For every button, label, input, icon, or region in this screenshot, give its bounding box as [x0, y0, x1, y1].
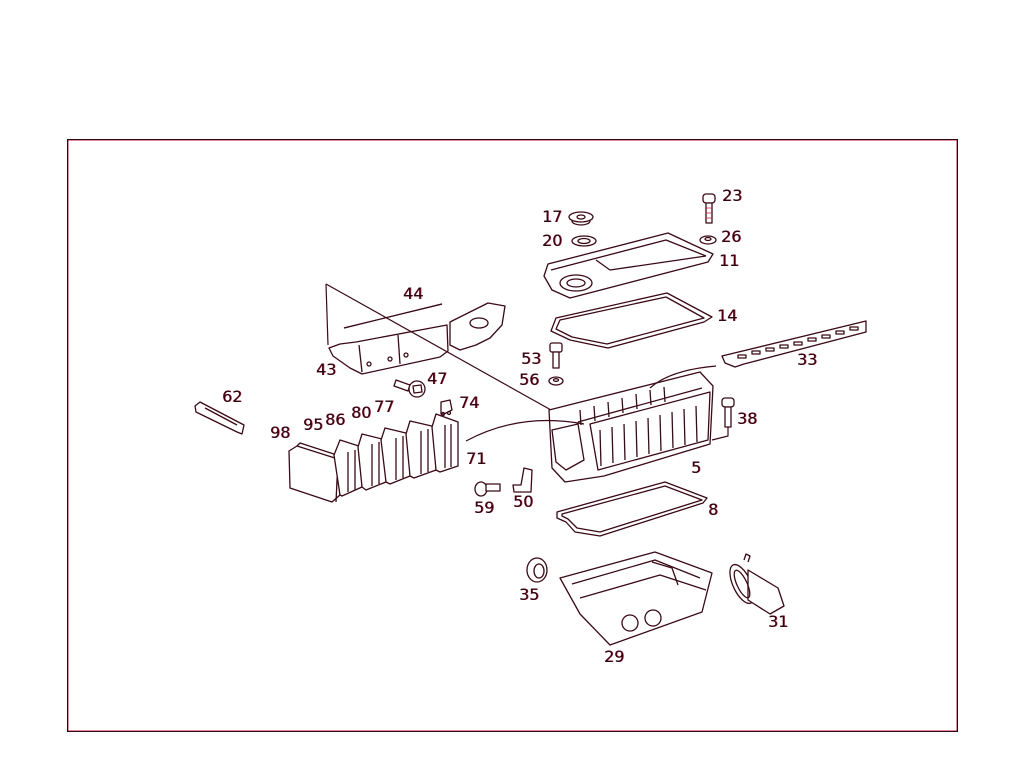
callout-95: 95: [303, 415, 324, 434]
bolt-23-icon: [702, 193, 716, 224]
bolt-47-icon: [393, 379, 426, 398]
intake-boot-31-icon: [729, 553, 785, 615]
callout-20: 20: [542, 231, 563, 250]
callout-29: 29: [604, 647, 625, 666]
diagram-frame: [67, 139, 958, 732]
callout-8: 8: [708, 500, 719, 519]
bracket-43-icon: [325, 283, 561, 416]
ring-20-icon: [571, 235, 597, 247]
callout-86: 86: [325, 410, 346, 429]
callout-56: 56: [519, 370, 540, 389]
callout-77: 77: [374, 397, 395, 416]
bolt-53-icon: [549, 342, 563, 369]
callout-14: 14: [717, 306, 738, 325]
callout-17: 17: [542, 207, 563, 226]
callout-23: 23: [722, 186, 743, 205]
clip-62-icon: [194, 401, 245, 435]
washer-26-icon: [699, 235, 717, 245]
grommet-17-icon: [568, 211, 594, 226]
lower-housing-29-icon: [559, 551, 713, 646]
callout-53: 53: [521, 349, 542, 368]
callout-50: 50: [513, 492, 534, 511]
strip-33-icon: [721, 320, 867, 368]
filter-elements-98-77-icon: [288, 413, 459, 503]
callout-43: 43: [316, 360, 337, 379]
seal-35-icon: [526, 557, 548, 583]
callout-71: 71: [466, 449, 487, 468]
callout-62: 62: [222, 387, 243, 406]
washer-56-icon: [548, 376, 564, 386]
cover-11-icon: [543, 232, 714, 299]
filter-housing-5-icon: [465, 365, 717, 483]
callout-98: 98: [270, 423, 291, 442]
callout-35: 35: [519, 585, 540, 604]
callout-44: 44: [403, 284, 424, 303]
callout-59: 59: [474, 498, 495, 517]
gasket-14-icon: [550, 292, 713, 349]
callout-38: 38: [737, 409, 758, 428]
callout-5: 5: [691, 458, 702, 477]
bolt-38-icon: [711, 397, 735, 441]
bracket-50-icon: [512, 467, 533, 493]
clip-74-icon: [440, 399, 453, 417]
callout-74: 74: [459, 393, 480, 412]
callout-33: 33: [797, 350, 818, 369]
bolt-59-icon: [474, 481, 501, 497]
callout-11: 11: [719, 251, 740, 270]
callout-31: 31: [768, 612, 789, 631]
callout-47: 47: [427, 369, 448, 388]
callout-26: 26: [721, 227, 742, 246]
callout-80: 80: [351, 403, 372, 422]
gasket-8-icon: [556, 481, 708, 537]
